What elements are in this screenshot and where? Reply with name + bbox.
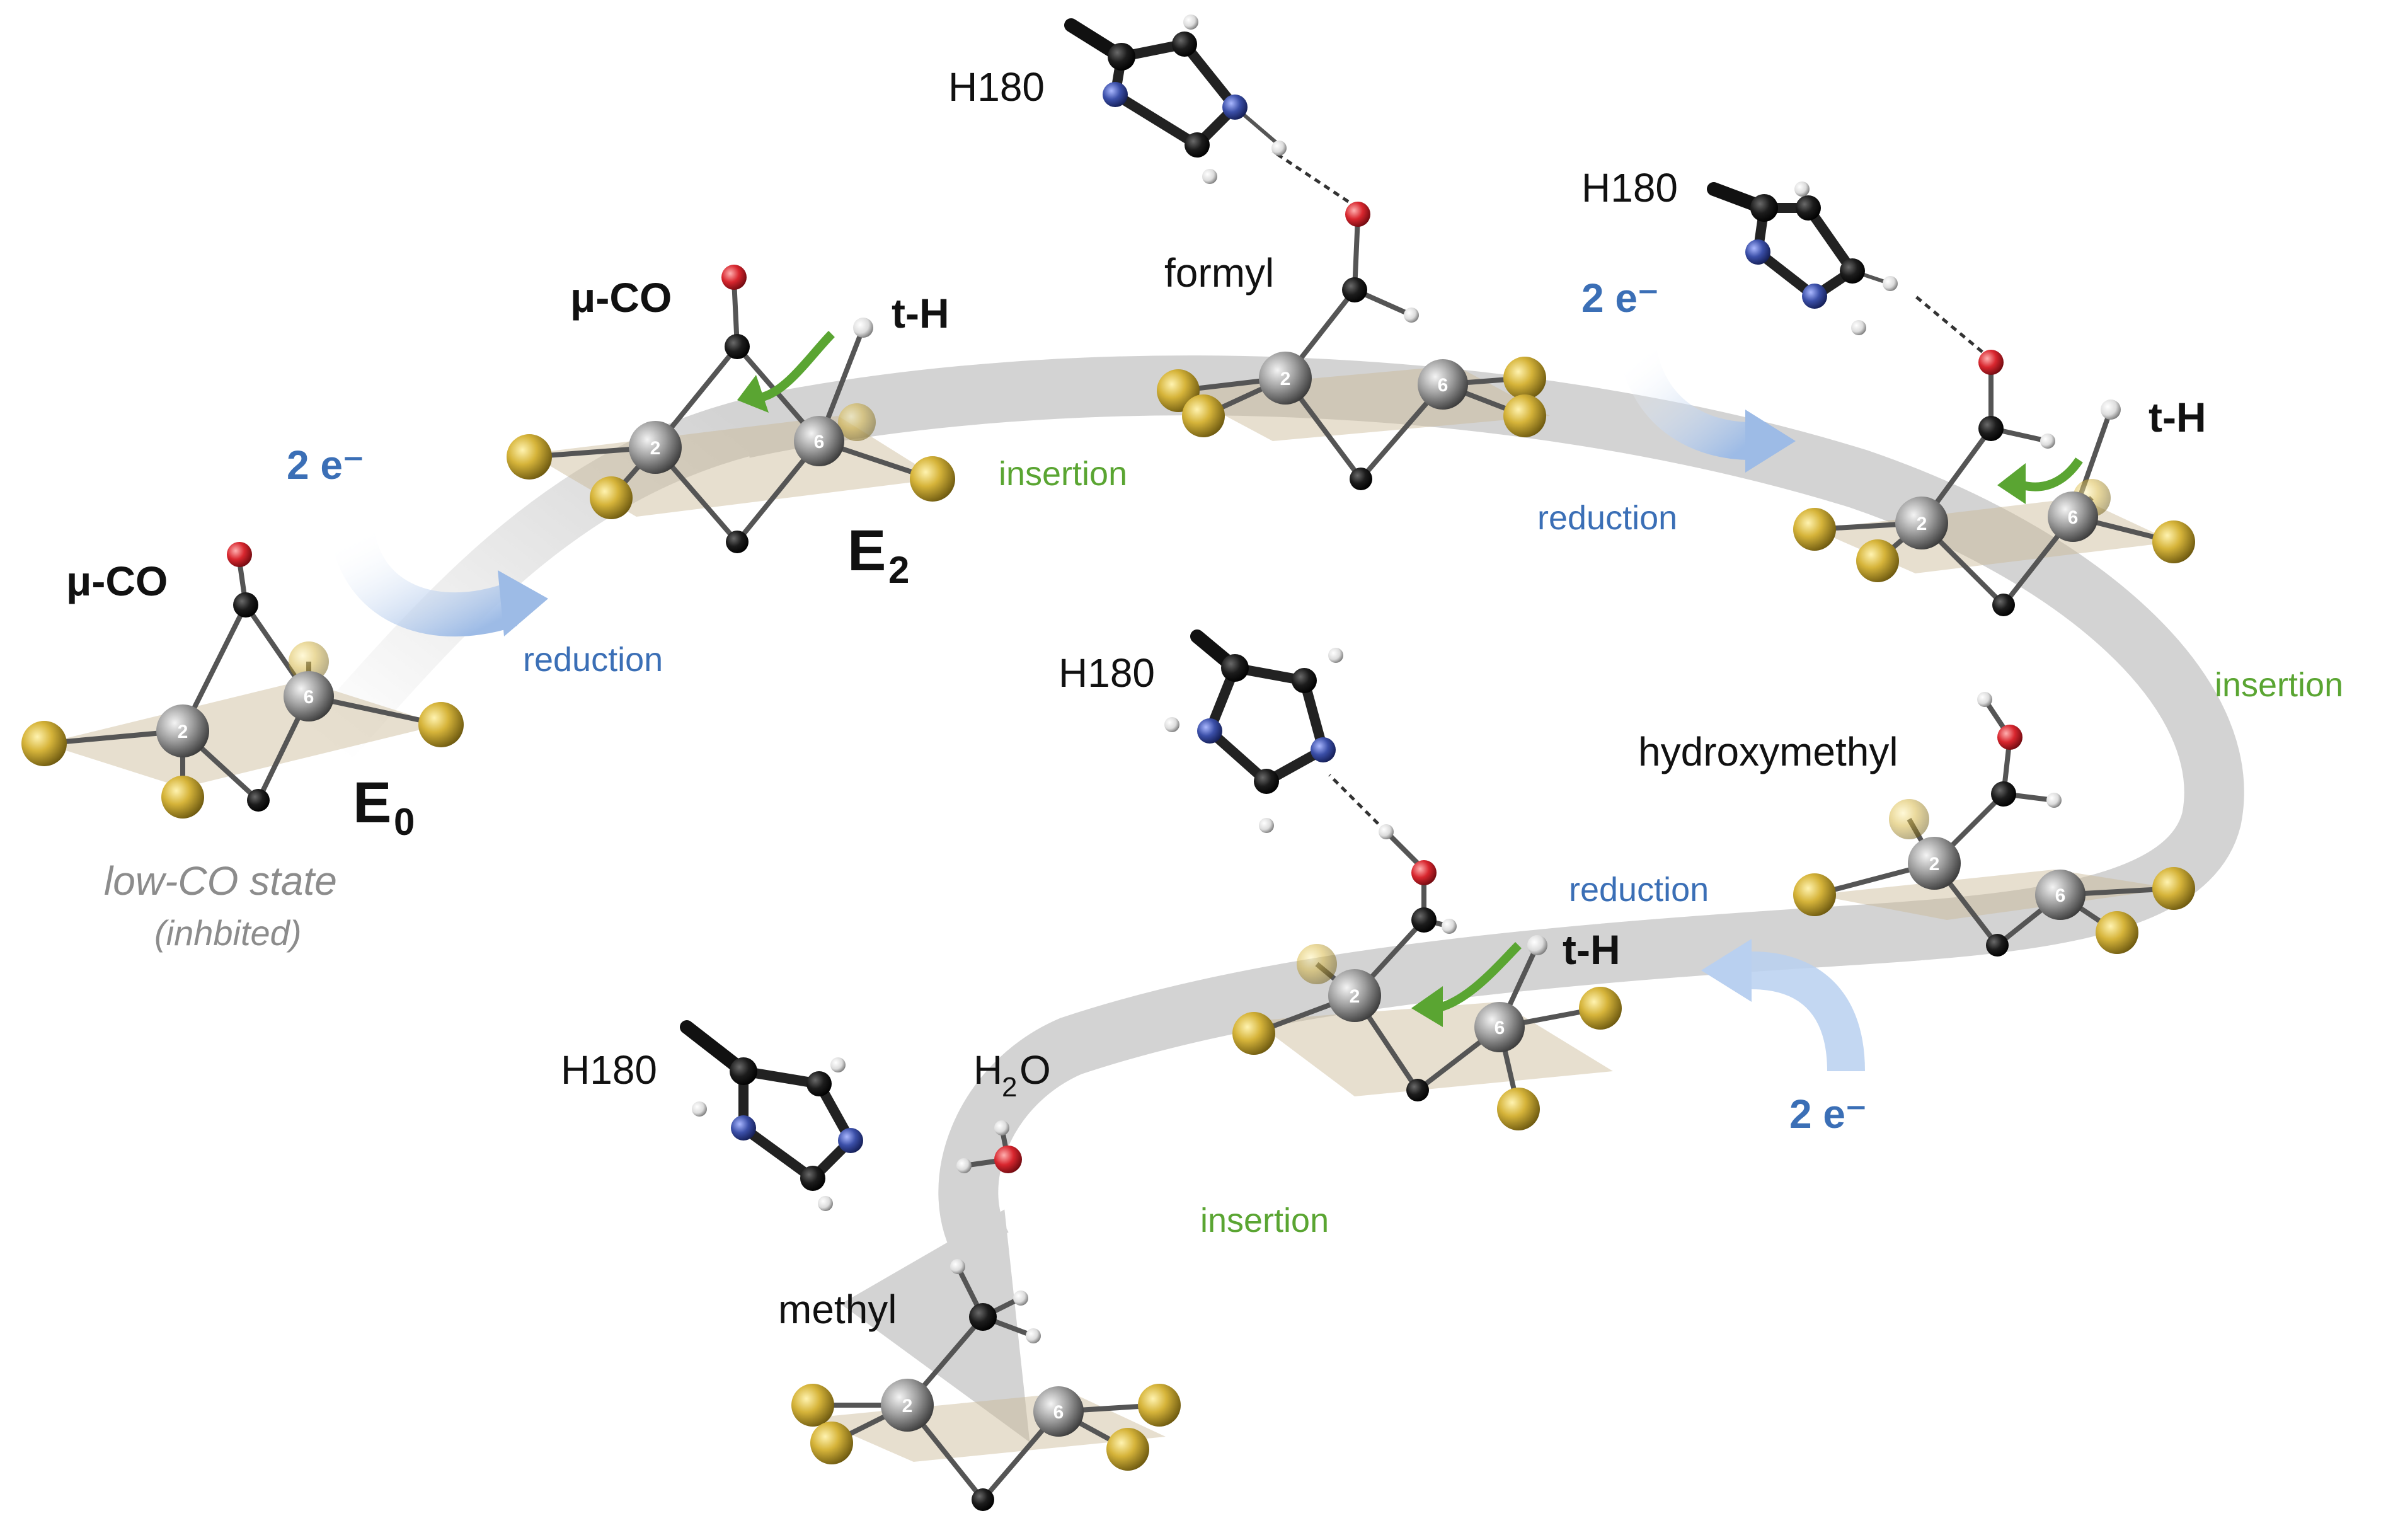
- fe-2-number: 2: [178, 721, 188, 742]
- fe-2-number: 2: [1929, 854, 1940, 875]
- h180-imidazole-3: [1164, 629, 1343, 833]
- fe-2-number: 2: [650, 438, 661, 459]
- fe-6-number: 6: [2055, 885, 2066, 906]
- h180-imidazole-1: [1064, 14, 1287, 184]
- fe-6-number: 6: [814, 432, 825, 452]
- two-electron-label-2: 2 e⁻: [1581, 275, 1659, 321]
- electron-arrow-2: [1619, 348, 1796, 473]
- insertion-label-3: insertion: [1200, 1202, 1329, 1239]
- fe-6-atom: [2035, 870, 2086, 920]
- fe-2-atom: [629, 421, 682, 474]
- t-h-label-e2: t-H: [892, 290, 950, 336]
- fe-6-atom: [1474, 1002, 1525, 1052]
- reduction-label-2: reduction: [1537, 499, 1677, 537]
- cluster-e0: 2 6: [21, 542, 464, 819]
- water-molecule: [956, 1120, 1022, 1173]
- state-sub-e2: 2: [888, 549, 909, 591]
- fe-6-number: 6: [1495, 1018, 1505, 1038]
- reduction-label-1: reduction: [523, 641, 663, 679]
- h2o-label-o: O: [1019, 1047, 1051, 1093]
- fe-2-number: 2: [1350, 986, 1360, 1007]
- cluster-formyl: 2 6: [1157, 149, 1550, 490]
- cluster-methyl: 2 6: [791, 1259, 1181, 1511]
- fe-2-atom: [881, 1379, 934, 1432]
- mu-co-label-e0: μ-CO: [66, 558, 168, 604]
- formyl-label: formyl: [1164, 250, 1274, 296]
- t-h-label-hydroxymethyl: t-H: [1563, 926, 1621, 973]
- state-sub-e0: 0: [394, 801, 415, 843]
- h180-label-3: H180: [1059, 650, 1155, 696]
- fe-2-number: 2: [902, 1396, 913, 1416]
- hydride-insertion-arrow: [2021, 457, 2083, 491]
- electron-arrow-3: [1701, 939, 1865, 1072]
- t-h-label-formyl: t-H: [2149, 394, 2206, 440]
- h2o-label: H 2 O: [973, 1047, 1051, 1103]
- fe-2-atom: [156, 704, 209, 757]
- fe-6-atom: [1033, 1386, 1084, 1437]
- two-electron-label-3: 2 e⁻: [1789, 1091, 1867, 1137]
- fe-2-atom: [1259, 352, 1312, 405]
- h180-label-4: H180: [561, 1047, 657, 1093]
- h180-imidazole-4: [680, 1020, 863, 1211]
- fe-2-atom: [1328, 969, 1381, 1022]
- fe-6-number: 6: [1053, 1402, 1064, 1423]
- hydride-insertion-arrow: [1435, 942, 1522, 1013]
- fe-6-number: 6: [304, 687, 314, 708]
- hydroxymethyl-label: hydroxymethyl: [1638, 729, 1898, 774]
- fe-6-atom: [2048, 491, 2098, 542]
- h2o-label-h: H: [973, 1047, 1002, 1093]
- fe-6-atom: [284, 671, 334, 721]
- electron-arrow-1: [331, 531, 548, 637]
- reduction-label-3: reduction: [1569, 871, 1709, 909]
- two-electron-label-1: 2 e⁻: [287, 442, 364, 488]
- low-co-state-label: low-CO state: [104, 858, 337, 904]
- fe-2-number: 2: [1280, 369, 1291, 389]
- cluster-hydroxymethyl-hydride: 2 6: [1232, 774, 1622, 1130]
- fe-6-atom: [794, 416, 844, 466]
- cluster-formyl-hydride: 2 6: [1793, 295, 2195, 616]
- methyl-label: methyl: [778, 1287, 897, 1332]
- cluster-hydroxymethyl: 2 6: [1793, 692, 2195, 957]
- fe-2-atom: [1908, 837, 1961, 890]
- insertion-label-1: insertion: [999, 455, 1127, 493]
- h180-label-2: H180: [1581, 165, 1678, 210]
- h2o-label-sub: 2: [1002, 1072, 1017, 1103]
- fe-6-number: 6: [1438, 375, 1449, 396]
- state-label-e0: E: [353, 771, 391, 835]
- fe-6-atom: [1418, 359, 1468, 410]
- fe-2-number: 2: [1917, 514, 1927, 534]
- fe-6-number: 6: [2068, 507, 2079, 528]
- h180-imidazole-2: [1707, 181, 1898, 335]
- h180-label-1: H180: [948, 64, 1045, 110]
- state-label-e2: E: [847, 519, 886, 583]
- fe-2-atom: [1895, 497, 1948, 549]
- inhibited-label: (inhbited): [154, 913, 301, 953]
- cluster-e2: 2 6: [507, 265, 955, 553]
- mu-co-label-e2: μ-CO: [570, 274, 672, 321]
- hydride-insertion-arrow: [760, 331, 835, 401]
- insertion-label-2: insertion: [2215, 666, 2343, 704]
